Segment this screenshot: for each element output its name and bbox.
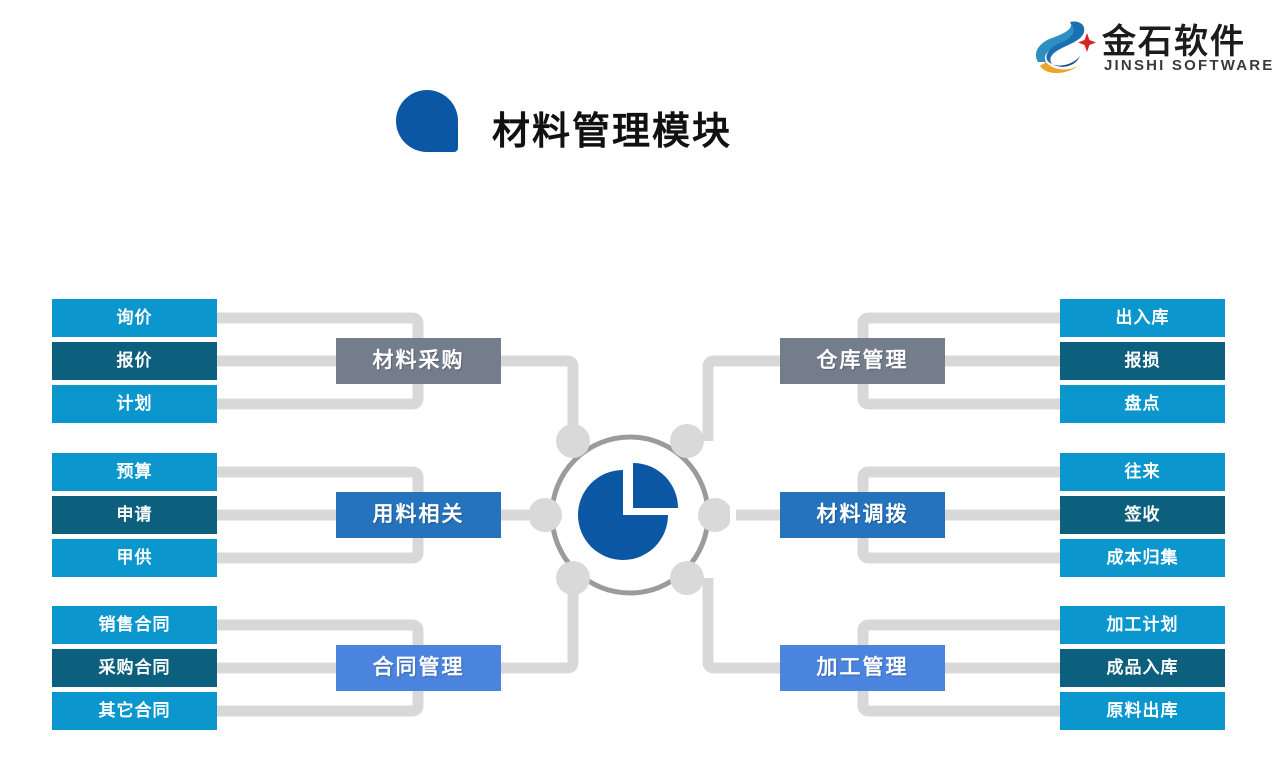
hub-box-yongliao-xiangguan[interactable]: 用料相关	[336, 492, 501, 538]
leaf-box-churuku[interactable]: 出入库	[1060, 299, 1225, 337]
hub-box-cailiao-diaobo[interactable]: 材料调拨	[780, 492, 945, 538]
pie-chart-icon	[578, 463, 678, 560]
leaf-box-yusuan[interactable]: 预算	[52, 453, 217, 491]
leaf-box-xiaoshou-hetong[interactable]: 销售合同	[52, 606, 217, 644]
leaf-box-baosun[interactable]: 报损	[1060, 342, 1225, 380]
hub-box-cailiao-caigou[interactable]: 材料采购	[336, 338, 501, 384]
leaf-box-jiagong-jihua[interactable]: 加工计划	[1060, 606, 1225, 644]
leaf-box-yuanliao-chuku[interactable]: 原料出库	[1060, 692, 1225, 730]
brand-logo: 金石软件 JINSHI SOFTWARE	[1030, 10, 1272, 84]
logo-name-en: JINSHI SOFTWARE	[1104, 57, 1275, 74]
leaf-box-jihua[interactable]: 计划	[52, 385, 217, 423]
hub-box-cangku-guanli[interactable]: 仓库管理	[780, 338, 945, 384]
hub-box-jiagong-guanli[interactable]: 加工管理	[780, 645, 945, 691]
leaf-box-shenqing[interactable]: 申请	[52, 496, 217, 534]
leaf-box-wanglai[interactable]: 往来	[1060, 453, 1225, 491]
leaf-box-caigou-hetong[interactable]: 采购合同	[52, 649, 217, 687]
leaf-box-chengpin-ruku[interactable]: 成品入库	[1060, 649, 1225, 687]
leaf-box-xunjia[interactable]: 询价	[52, 299, 217, 337]
leaf-box-jiagong-gong[interactable]: 甲供	[52, 539, 217, 577]
leaf-box-chengben-guiji[interactable]: 成本归集	[1060, 539, 1225, 577]
hub-box-hetong-guanli[interactable]: 合同管理	[336, 645, 501, 691]
leaf-box-qita-hetong[interactable]: 其它合同	[52, 692, 217, 730]
logo-name-cn: 金石软件	[1102, 23, 1246, 61]
page-title: 材料管理模块	[492, 111, 733, 153]
leaf-box-pandian[interactable]: 盘点	[1060, 385, 1225, 423]
blue-droplet-icon	[396, 90, 458, 152]
leaf-box-qianshou[interactable]: 签收	[1060, 496, 1225, 534]
center-hub-emblem	[530, 424, 730, 596]
jinshi-s-mark-icon	[1035, 21, 1096, 74]
hub-nodes	[530, 424, 730, 595]
leaf-box-baojia[interactable]: 报价	[52, 342, 217, 380]
